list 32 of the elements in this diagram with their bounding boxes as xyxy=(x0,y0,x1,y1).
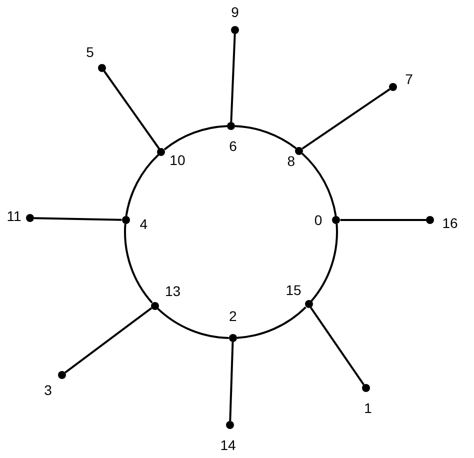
vertex-label: 13 xyxy=(164,282,181,299)
vertex-label: 2 xyxy=(228,308,237,324)
graph-edge xyxy=(34,217,122,221)
vertex-label: 1 xyxy=(364,400,372,416)
vertex-label: 3 xyxy=(44,382,52,398)
graph-edge xyxy=(236,306,306,339)
vertex-label: 10 xyxy=(170,152,186,168)
vertex-label: 14 xyxy=(220,437,236,453)
graph-edge xyxy=(340,219,426,221)
vertex-label: 8 xyxy=(287,152,296,169)
vertex-label: 16 xyxy=(442,215,458,231)
vertex-label: 7 xyxy=(405,71,413,87)
graph-edge xyxy=(104,70,160,150)
graph-edge xyxy=(302,88,390,150)
vertex-label: 5 xyxy=(86,44,94,60)
graph-edge xyxy=(230,34,236,122)
graph-edge xyxy=(301,152,337,216)
graph-edge xyxy=(229,342,234,422)
graph-edge xyxy=(125,154,160,216)
graph-edge xyxy=(124,224,153,304)
graph-edge xyxy=(310,307,365,386)
vertex-label: 11 xyxy=(6,208,22,224)
graph-edge xyxy=(156,308,229,339)
graph-edge xyxy=(64,307,152,374)
vertex-label: 4 xyxy=(140,216,148,232)
graph-edge xyxy=(234,125,297,150)
vertex-label: 15 xyxy=(286,282,302,298)
graph-edge xyxy=(164,125,228,150)
vertex-label: 9 xyxy=(231,4,239,20)
vertex-label: 0 xyxy=(314,212,322,228)
vertex-label: 6 xyxy=(229,138,237,154)
graph-edge xyxy=(310,224,338,302)
